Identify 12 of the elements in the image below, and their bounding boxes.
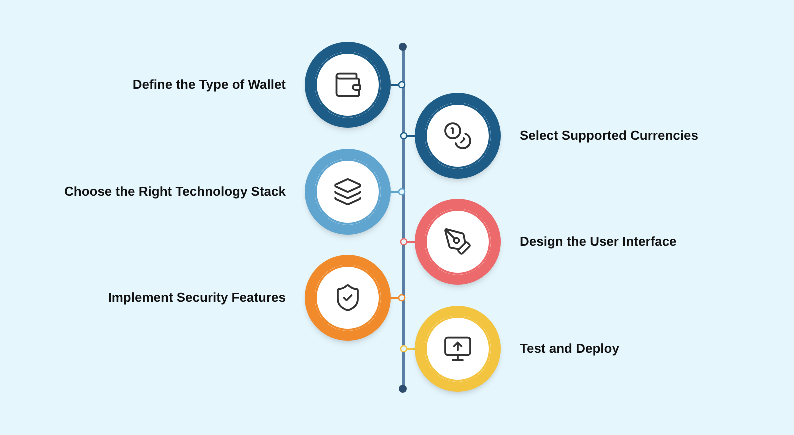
step-label: Implement Security Features bbox=[108, 289, 286, 308]
step-label: Define the Type of Wallet bbox=[132, 76, 286, 94]
connector-line bbox=[400, 345, 415, 353]
step-label: Design the User Interface bbox=[520, 233, 677, 252]
connector-line bbox=[400, 238, 415, 246]
step-label: Test and Deploy bbox=[520, 340, 620, 358]
step-label: Select Supported Currencies bbox=[520, 127, 698, 146]
connector-line bbox=[391, 294, 406, 302]
connector-line bbox=[400, 132, 415, 140]
connector-line bbox=[391, 81, 406, 89]
connector-line bbox=[391, 188, 406, 196]
step-label: Choose the Right Technology Stack bbox=[64, 183, 286, 202]
